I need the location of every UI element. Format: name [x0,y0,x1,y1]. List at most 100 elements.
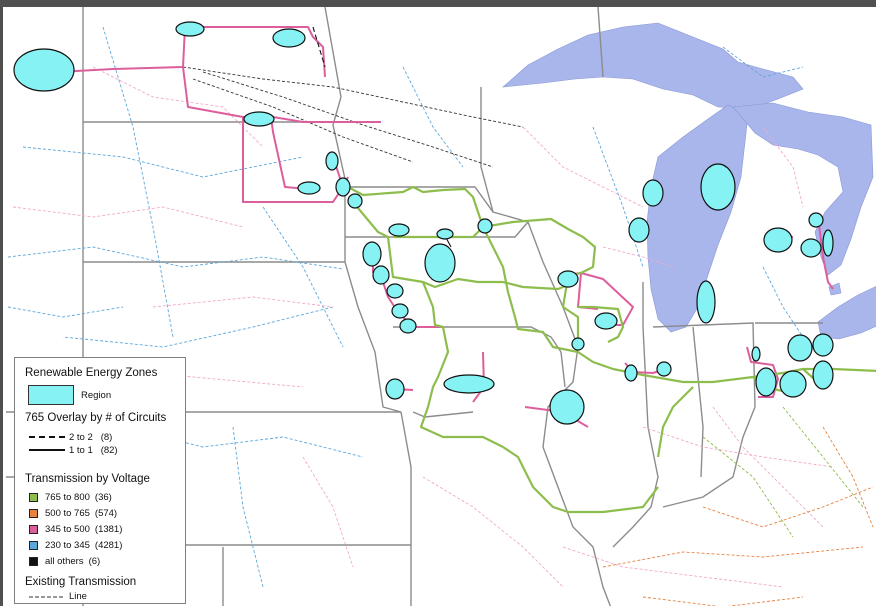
renewable-zone [779,370,807,398]
minor-line [262,206,344,348]
renewable-zone [347,193,363,209]
legend-existing-title: Existing Transmission [25,576,137,588]
renewable-zone [549,389,585,425]
legend-voltage-title: Transmission by Voltage [25,473,150,485]
renewable-zone [787,334,813,362]
renewable-zone [751,346,761,362]
lake-michigan [646,104,749,333]
renewable-zone [812,360,834,390]
green-765-800-lines [347,185,876,514]
renewable-zone [755,367,777,397]
minor-line [232,426,264,588]
renewable-zone [624,364,638,382]
legend-overlay-line-samples [29,436,65,451]
legend-voltage-label: 230 to 345 [45,540,90,551]
minor-line [722,46,804,78]
existing-lines [182,66,524,168]
renewable-zone [297,181,321,195]
renewable-zone [800,238,822,258]
legend-voltage-count: (36) [94,492,112,503]
legend-voltage-swatch [29,541,38,550]
minor-line [12,206,244,228]
renewable-zone [812,333,834,357]
minor-line [302,456,354,568]
renewable-zone [391,303,409,319]
legend-voltage-label: 500 to 765 [45,508,90,519]
lake-erie [817,286,876,340]
renewable-zone [272,28,306,48]
legend-voltage-label: 345 to 500 [45,524,90,535]
legend-overlay-count: (8) [100,432,113,443]
renewable-zone [399,318,417,334]
legend-voltage-swatch [29,493,38,502]
renewable-zone [385,378,405,400]
legend-voltage-count: (4281) [94,540,123,551]
minor-line [642,426,834,468]
legend-voltage-label: all others [45,556,84,567]
minor-line [7,306,124,318]
renewable-zone [696,280,716,324]
renewable-zone [325,151,339,171]
minor-line [152,296,334,308]
minor-line [712,406,824,528]
legend-voltage-item: 500 to 765(574) [45,508,117,519]
renewable-zone [477,218,493,234]
lake-superior [502,22,804,110]
minor-line [92,66,264,148]
minor-line [762,126,804,208]
renewable-zone [175,21,205,37]
minor-line [642,596,804,606]
minor-line [592,126,644,268]
renewable-zone [335,177,351,197]
minor-line [422,476,564,588]
legend-voltage-item: 765 to 800 (36) [45,492,112,503]
renewable-zone [243,111,275,127]
legend-existing-line-sample [29,596,63,598]
legend-voltage-count: (1381) [94,524,123,535]
765-overlay-lines [312,26,452,248]
renewable-zone [388,223,410,237]
legend-region-swatch [28,385,74,405]
minor-line [602,246,674,268]
renewable-zone [372,265,390,285]
renewable-zone [571,337,585,351]
legend-voltage-swatch [29,509,38,518]
legend-overlay-item: 2 to 2 (8) [69,432,112,443]
minor-line [522,126,644,208]
legend-voltage-count: (6) [88,556,101,567]
renewable-zone [557,270,579,288]
legend-voltage-swatch [29,525,38,534]
legend-overlay-item: 1 to 1 (82) [69,445,118,456]
renewable-zone [362,241,382,267]
renewable-zone [13,48,75,92]
legend-overlay-count: (82) [100,445,118,456]
minor-line [702,436,794,538]
legend-voltage-item: all others (6) [45,556,100,567]
minor-line [702,486,874,528]
renewable-zone [808,212,824,228]
minor-line [22,146,304,178]
minor-line [782,406,864,508]
renewable-zone [436,228,454,240]
renewable-zone [642,179,664,207]
renewable-zone [700,163,736,211]
minor-network [7,26,874,606]
legend-overlay-label: 2 to 2 [69,432,93,443]
renewable-zone [386,283,404,299]
renewable-zone [763,227,793,253]
legend-existing-label: Line [69,591,87,602]
minor-line [562,546,784,588]
legend-overlay-label: 1 to 1 [69,445,93,456]
minor-line [402,66,464,168]
legend-region-label: Region [81,390,112,401]
map-canvas [6,7,876,606]
legend-voltage-label: 765 to 800 [45,492,90,503]
minor-line [92,366,304,388]
legend-voltage-swatch [29,557,38,566]
legend-voltage-item: 230 to 345 (4281) [45,540,122,551]
legend-voltage-item: 345 to 500 (1381) [45,524,122,535]
great-lakes [502,22,876,340]
renewable-zone [424,243,456,283]
minor-line [822,426,874,528]
